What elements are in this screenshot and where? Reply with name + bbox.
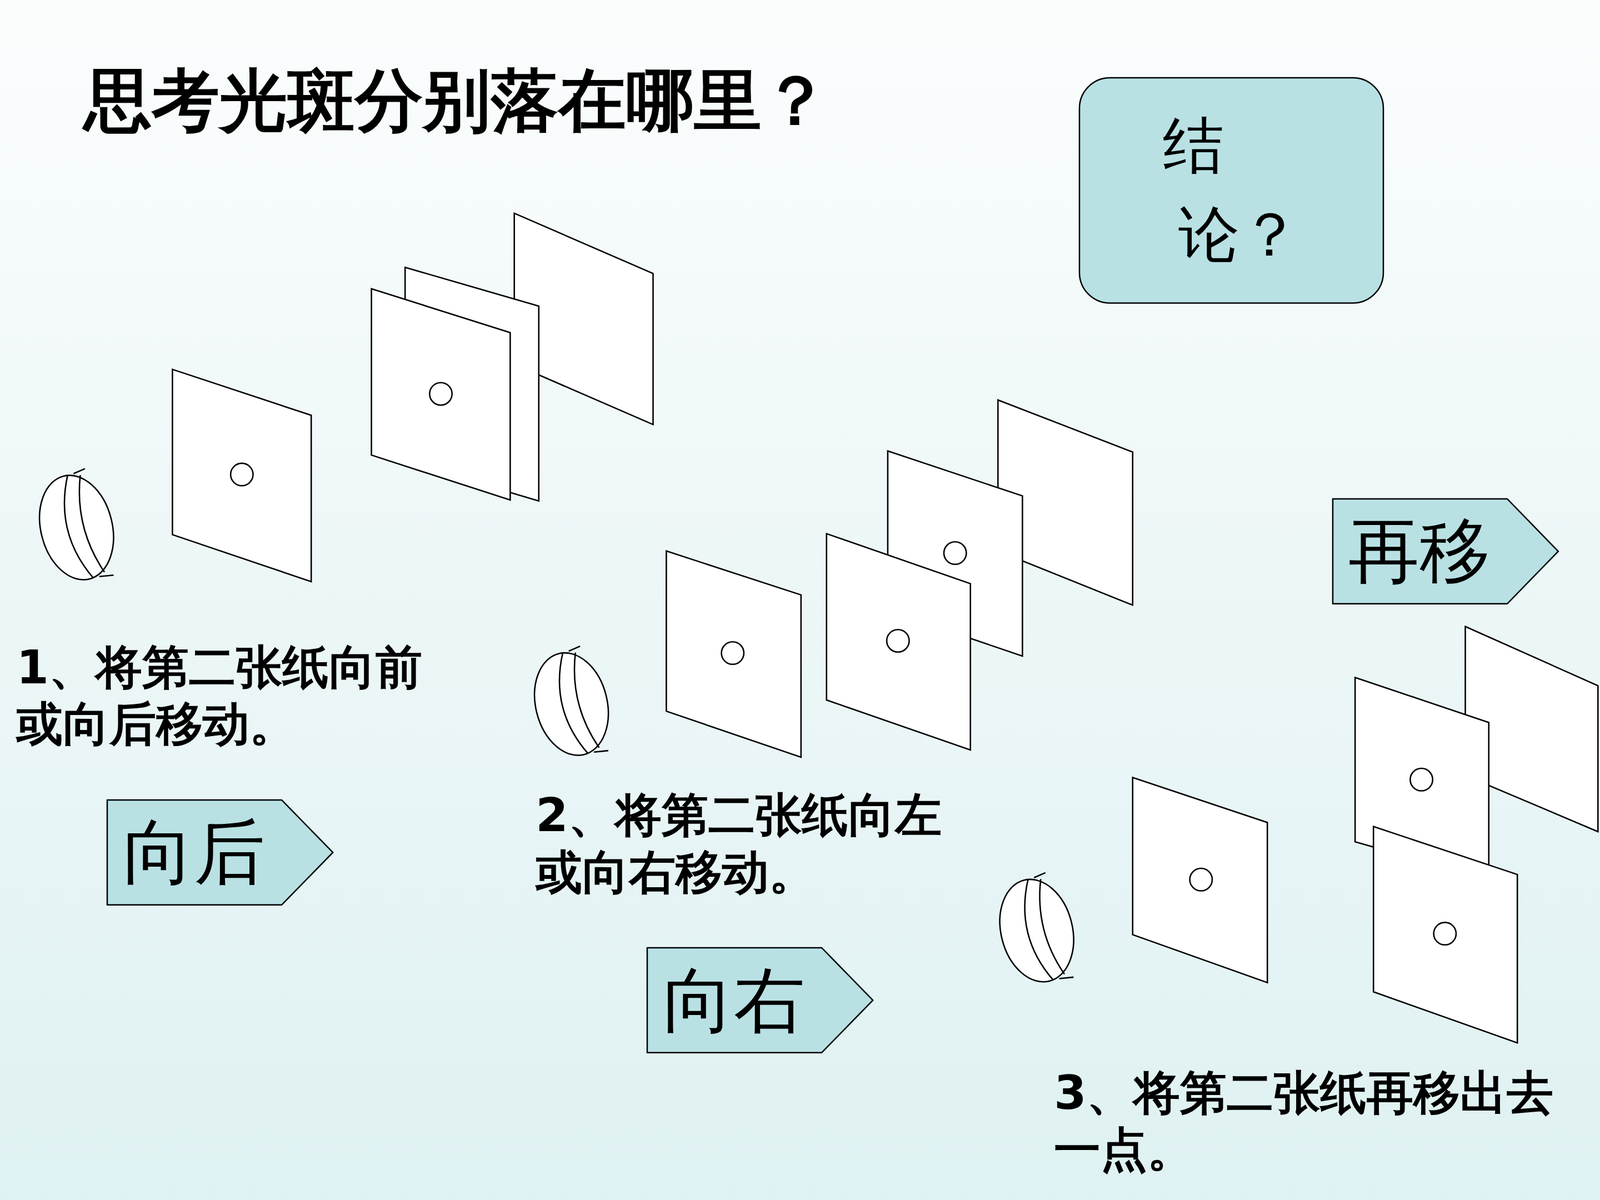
slide-title: 思考光斑分别落在哪里？ <box>83 63 830 138</box>
pinhole <box>1433 922 1457 945</box>
lens <box>988 869 1085 992</box>
step-instruction: 2、将第二张纸向左或向右移动。 <box>535 786 964 901</box>
step-instruction: 3、将第二张纸再移出去一点。 <box>1053 1064 1585 1179</box>
lens <box>523 642 620 765</box>
paper-card <box>666 551 801 758</box>
paper-card <box>826 533 971 750</box>
paper-card <box>371 288 511 500</box>
paper-card <box>172 369 312 582</box>
arrow-outline <box>647 947 873 1053</box>
pinhole <box>886 629 909 652</box>
box-outline <box>1079 77 1384 304</box>
arrow-tag: 向右 <box>646 946 874 1054</box>
arrow-label: 向右 <box>662 961 805 1040</box>
paper-card <box>1373 826 1518 1043</box>
pinhole <box>721 641 744 664</box>
pinhole <box>943 541 967 564</box>
arrow-outline <box>1332 498 1559 604</box>
pinhole <box>429 382 452 405</box>
step-instruction: 1、将第二张纸向前或向后移动。 <box>16 638 445 753</box>
arrow-label: 再移 <box>1348 512 1491 591</box>
conclusion-box: 结 论？ <box>1078 76 1385 305</box>
paper-card <box>1132 777 1268 983</box>
arrow-label: 向后 <box>122 813 265 892</box>
pinhole <box>230 463 253 486</box>
arrow-tag: 向后 <box>106 798 334 907</box>
arrow-outline <box>107 800 333 905</box>
pinhole <box>1410 768 1433 791</box>
lens <box>28 465 125 590</box>
pinhole <box>1190 868 1213 891</box>
conclusion-text: 结 论？ <box>1162 101 1301 279</box>
rounded-box <box>1078 76 1385 305</box>
arrow-tag: 再移 <box>1331 497 1560 605</box>
